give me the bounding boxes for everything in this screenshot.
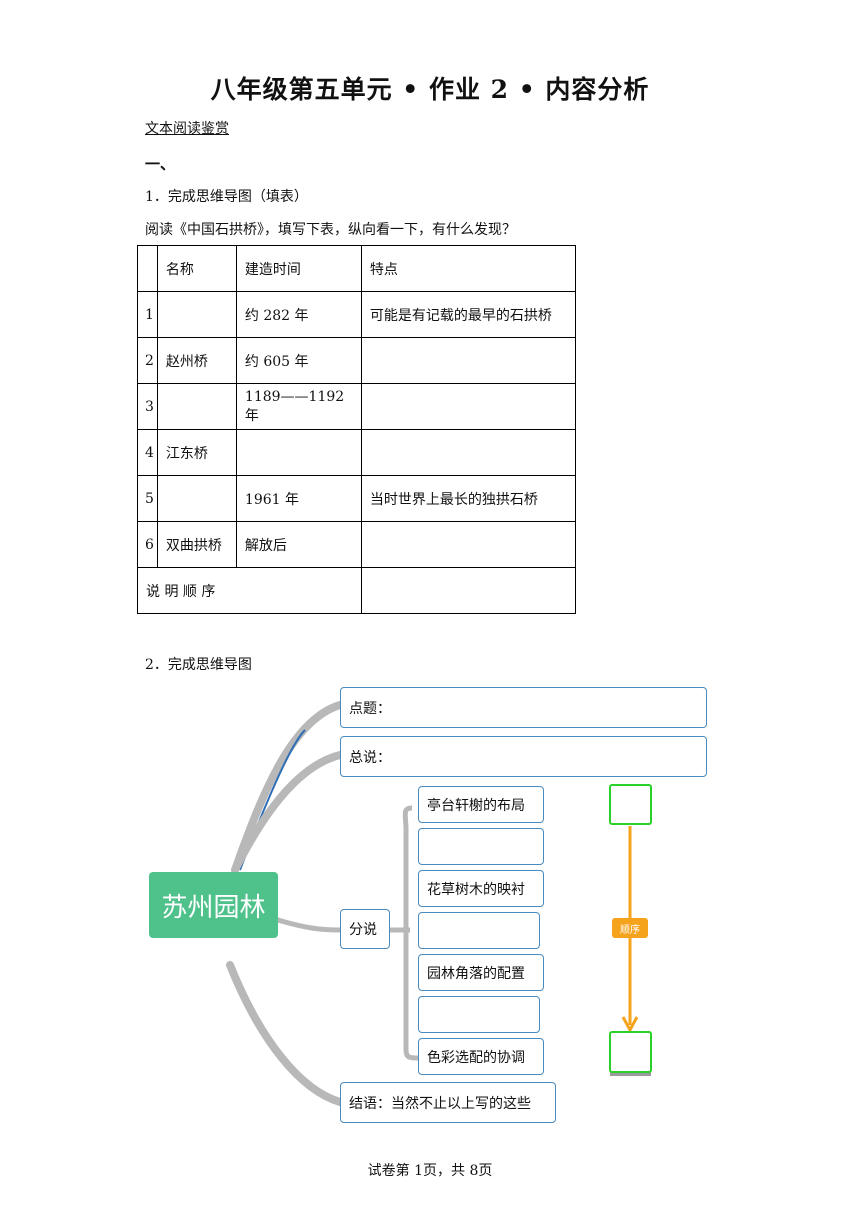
table-footer-row: 说 明 顺 序 bbox=[137, 567, 576, 614]
table-cell: 2 bbox=[137, 337, 158, 384]
mind-map-connectors bbox=[226, 701, 651, 1106]
table-cell: 1189——1192 年 bbox=[235, 383, 362, 430]
connector-fenshuo bbox=[275, 917, 343, 933]
table-row: 3 1189——1192 年 bbox=[137, 383, 576, 430]
table-cell: 6 bbox=[137, 521, 158, 568]
order-top-box bbox=[609, 784, 652, 825]
subtitle: 文本阅读鉴赏 bbox=[145, 121, 229, 137]
table-row: 5 1961 年 当时世界上最长的独拱石桥 bbox=[137, 475, 576, 522]
node-jieyu: 结语：当然不止以上写的这些 bbox=[340, 1082, 556, 1123]
bridge-table: 名称 建造时间 特点 1 约 282 年 可能是有记载的最早的石拱桥 2 赵州桥… bbox=[137, 245, 576, 614]
table-header-row: 名称 建造时间 特点 bbox=[137, 245, 576, 292]
table-cell: 1961 年 bbox=[235, 475, 362, 522]
node-item-blank bbox=[418, 828, 544, 865]
node-fenshuo: 分说 bbox=[340, 909, 390, 949]
node-item-blank bbox=[418, 996, 540, 1033]
table-cell: 约 282 年 bbox=[235, 291, 362, 338]
table-cell bbox=[360, 521, 576, 568]
table-cell bbox=[235, 429, 362, 476]
table-cell: 赵州桥 bbox=[156, 337, 237, 384]
mind-map: 苏州园林 点题： 总说： 分说 亭台轩榭的布局 花草树木的映衬 园林角落的配置 … bbox=[140, 680, 720, 1130]
table-cell: 江东桥 bbox=[156, 429, 237, 476]
table-header-cell: 建造时间 bbox=[235, 245, 362, 292]
order-badge: 顺序 bbox=[612, 918, 648, 938]
connector-jieyu bbox=[226, 961, 344, 1106]
table-cell bbox=[156, 383, 237, 430]
page-footer: 试卷第 1页，共 8页 bbox=[367, 1163, 493, 1179]
order-answer-cell bbox=[360, 567, 576, 614]
table-cell: 可能是有记载的最早的石拱桥 bbox=[360, 291, 576, 338]
node-dianti: 点题： bbox=[340, 687, 707, 728]
node-item: 色彩选配的协调 bbox=[418, 1038, 544, 1075]
table-cell: 当时世界上最长的独拱石桥 bbox=[360, 475, 576, 522]
table-cell: 5 bbox=[137, 475, 158, 522]
table-cell: 双曲拱桥 bbox=[156, 521, 237, 568]
table-cell bbox=[156, 291, 237, 338]
node-zongshuo: 总说： bbox=[340, 736, 707, 777]
question-2-label: 2．完成思维导图 bbox=[145, 657, 252, 673]
order-arrow-head bbox=[621, 1016, 639, 1034]
node-item: 花草树木的映衬 bbox=[418, 870, 544, 907]
question-1-label: 1．完成思维导图（填表） bbox=[145, 189, 308, 205]
root-node: 苏州园林 bbox=[149, 872, 278, 938]
table-cell bbox=[360, 383, 576, 430]
table-row: 2 赵州桥 约 605 年 bbox=[137, 337, 576, 384]
table-header-cell: 特点 bbox=[360, 245, 576, 292]
table-header-cell: 名称 bbox=[156, 245, 237, 292]
table-cell: 3 bbox=[137, 383, 158, 430]
table-cell: 约 605 年 bbox=[235, 337, 362, 384]
connector-fenshuo-bracket bbox=[390, 805, 419, 1061]
connector-zongshuo bbox=[231, 751, 344, 874]
table-cell bbox=[360, 429, 576, 476]
table-cell: 1 bbox=[137, 291, 158, 338]
node-item-blank bbox=[418, 912, 540, 949]
node-item: 园林角落的配置 bbox=[418, 954, 544, 991]
order-label-cell: 说 明 顺 序 bbox=[137, 567, 362, 614]
table-row: 4 江东桥 bbox=[137, 429, 576, 476]
section-heading: 一、 bbox=[145, 155, 176, 173]
table-row: 6 双曲拱桥 解放后 bbox=[137, 521, 576, 568]
order-bottom-box bbox=[609, 1031, 652, 1073]
table-cell bbox=[156, 475, 237, 522]
table-cell: 4 bbox=[137, 429, 158, 476]
question-1-instruction: 阅读《中国石拱桥》，填写下表，纵向看一下，有什么发现？ bbox=[145, 222, 516, 238]
table-cell: 解放后 bbox=[235, 521, 362, 568]
table-row: 1 约 282 年 可能是有记载的最早的石拱桥 bbox=[137, 291, 576, 338]
table-cell bbox=[360, 337, 576, 384]
table-header-cell bbox=[137, 245, 158, 292]
node-item: 亭台轩榭的布局 bbox=[418, 786, 544, 823]
page-title: 八年级第五单元 • 作业 2 • 内容分析 bbox=[210, 75, 650, 104]
